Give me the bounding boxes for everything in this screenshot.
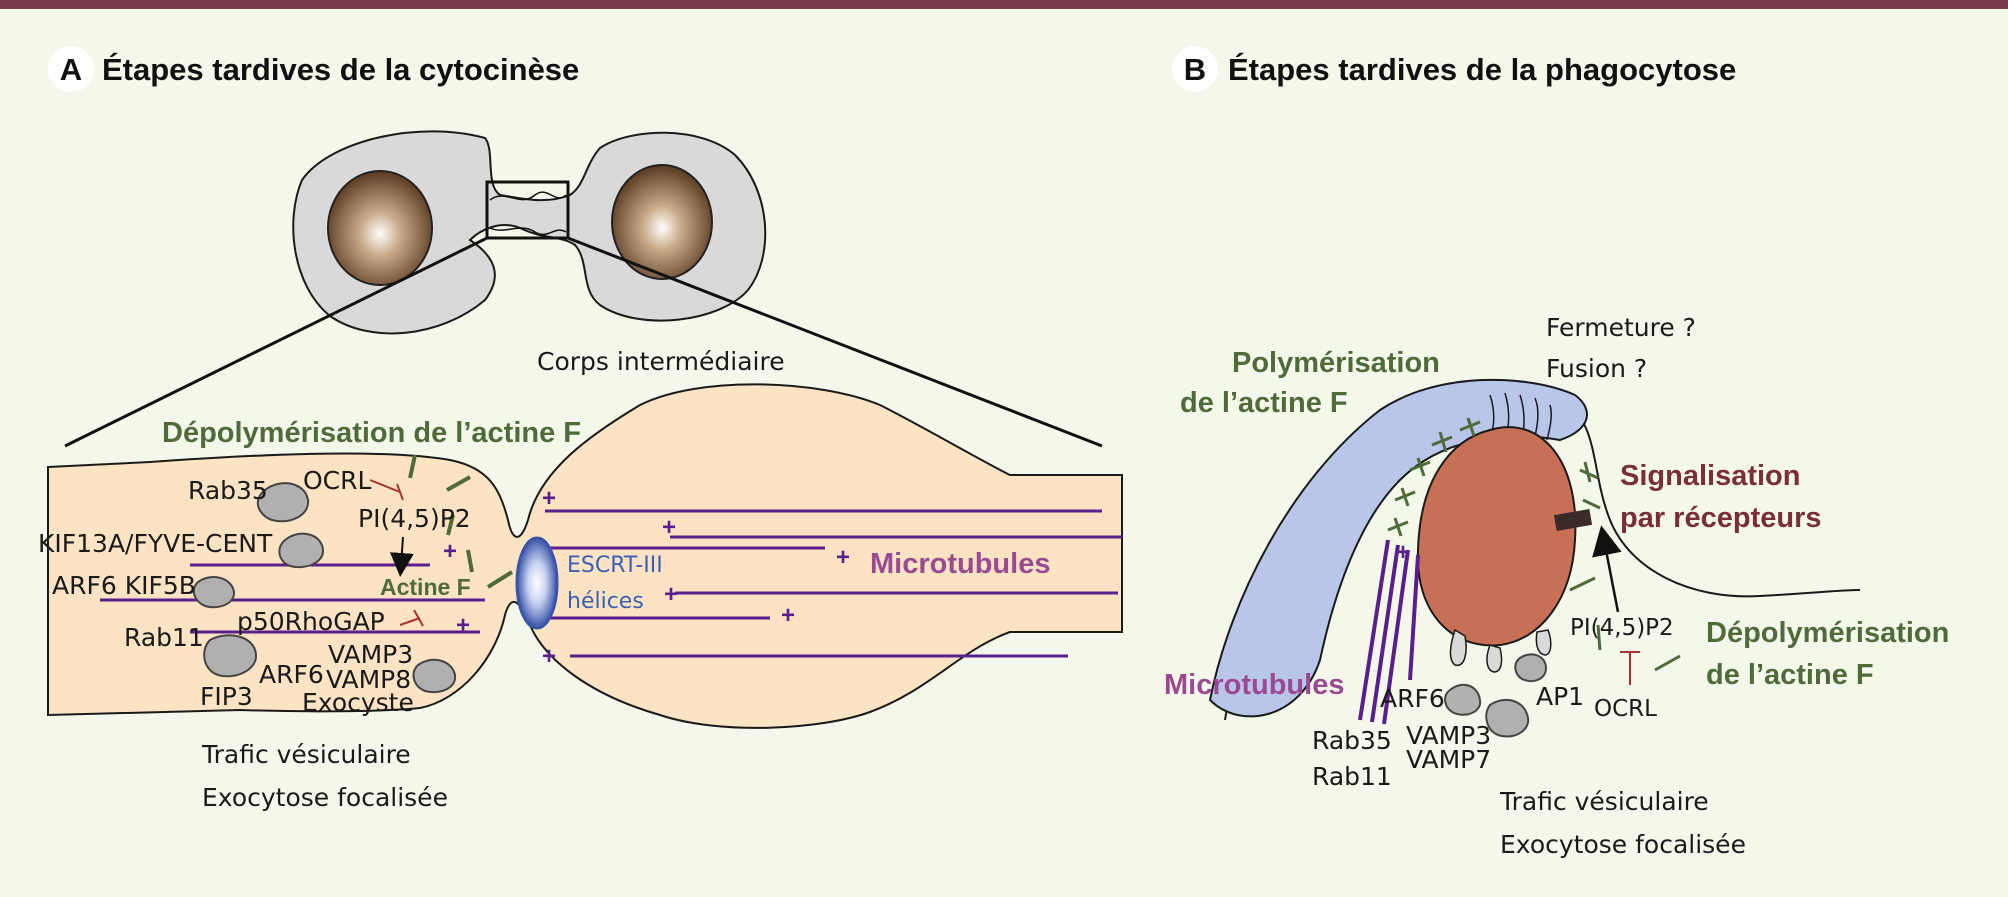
- vesicles-b: [1444, 653, 1548, 738]
- microtubules-label-b: Microtubules: [1164, 669, 1344, 701]
- svg-text:+: +: [662, 514, 676, 541]
- depolymerisation-label-b2: de l’actine F: [1706, 659, 1874, 691]
- midbody: + + + + + + + +: [47, 383, 1123, 729]
- top-bar: [0, 0, 2008, 9]
- zoom-line-right: [567, 236, 1103, 448]
- rab11-label-a: Rab11: [124, 623, 204, 652]
- actin-crosses-b: [1387, 417, 1681, 672]
- p50rhogap-label: p50RhoGAP: [237, 607, 385, 636]
- panel-b-badge: [1172, 46, 1218, 92]
- panel-b-title: Étapes tardives de la phagocytose: [1228, 52, 1736, 87]
- polymerisation-label-1: Polymérisation: [1232, 347, 1440, 379]
- pip2-label-b: PI(4,5)P2: [1570, 615, 1674, 641]
- vamp3-label-a: VAMP3: [328, 640, 413, 669]
- nucleus-left: [327, 170, 433, 286]
- fip3-label: FIP3: [200, 682, 253, 711]
- fermeture-label: Fermeture ?: [1546, 313, 1696, 342]
- depolymerisation-label-b1: Dépolymérisation: [1706, 617, 1949, 649]
- inhibition-marks: [369, 479, 424, 627]
- arf6-label-a: ARF6: [259, 660, 324, 689]
- actine-f-label: Actine F: [380, 574, 471, 600]
- panel-a-letter: A: [60, 52, 82, 87]
- rab11-label-b: Rab11: [1312, 762, 1392, 791]
- ap1-label: AP1: [1536, 682, 1584, 711]
- svg-text:+: +: [836, 544, 850, 571]
- blebs: [1449, 628, 1552, 673]
- rab35-label-b: Rab35: [1312, 726, 1392, 755]
- ocrl-inhibition-b: [1620, 651, 1640, 685]
- panel-a-title: Étapes tardives de la cytocinèse: [102, 52, 579, 87]
- svg-text:+: +: [542, 643, 556, 670]
- escrt-label: ESCRT-III: [567, 553, 663, 578]
- panel-b: B Étapes tardives de la phagocytose: [1164, 46, 1949, 859]
- vesicles-a: [192, 482, 457, 694]
- receptor: [1553, 508, 1593, 532]
- svg-text:+: +: [664, 581, 678, 608]
- exocytose-label-b: Exocytose focalisée: [1500, 830, 1746, 859]
- kif13a-label: KIF13A/FYVE-CENT: [38, 529, 273, 558]
- dividing-cell: [64, 130, 1103, 448]
- pip2-arrow: [389, 536, 414, 577]
- zoom-line-left: [64, 236, 488, 448]
- depolymerisation-label-a: Dépolymérisation de l’actine F: [162, 417, 581, 449]
- panel-a-badge: [48, 46, 94, 92]
- exocyste-label: Exocyste: [302, 688, 414, 717]
- trafic-label-a: Trafic vésiculaire: [201, 740, 411, 769]
- svg-text:+: +: [456, 612, 470, 639]
- phagosome: [1416, 426, 1577, 647]
- polymerisation-label-2: de l’actine F: [1180, 387, 1348, 419]
- pip2-label-a: PI(4,5)P2: [358, 504, 471, 533]
- rab35-label-a: Rab35: [188, 476, 268, 505]
- zoom-box: [485, 180, 570, 240]
- pseudopod: [1208, 378, 1588, 718]
- microtubules-label-a: Microtubules: [870, 548, 1050, 580]
- panel-b-letter: B: [1184, 52, 1206, 87]
- panel-a: A Étapes tardives de la cytocinèse: [38, 46, 1123, 812]
- microtubules-b: [1358, 539, 1420, 725]
- trafic-label-b: Trafic vésiculaire: [1499, 787, 1709, 816]
- signalisation-label-2: par récepteurs: [1620, 502, 1822, 534]
- corps-intermediaire-label: Corps intermédiaire: [537, 347, 785, 376]
- fusion-label: Fusion ?: [1546, 354, 1647, 383]
- escrt-ring: [515, 536, 559, 630]
- svg-text:+: +: [542, 485, 556, 512]
- helices-label: hélices: [567, 589, 644, 614]
- vamp8-label: VAMP8: [326, 665, 411, 694]
- plus-b: +: [1396, 539, 1410, 566]
- ocrl-label-b: OCRL: [1594, 696, 1657, 722]
- arf6-label-b: ARF6: [1380, 684, 1445, 713]
- actin-dashes: [408, 454, 514, 589]
- vamp3-label-b: VAMP3: [1406, 721, 1491, 750]
- arf6-kif5b-label: ARF6 KIF5B: [52, 571, 196, 600]
- midbody-plus-ends: + + + + + + + +: [443, 485, 850, 670]
- svg-text:+: +: [443, 538, 457, 565]
- nucleus-right: [611, 164, 713, 280]
- signalisation-label-1: Signalisation: [1620, 460, 1800, 492]
- svg-text:+: +: [781, 602, 795, 629]
- exocytose-label-a: Exocytose focalisée: [202, 783, 448, 812]
- pip2-arrow-b: [1592, 525, 1622, 613]
- ocrl-label-a: OCRL: [303, 466, 372, 495]
- vamp7-label: VAMP7: [1406, 745, 1491, 774]
